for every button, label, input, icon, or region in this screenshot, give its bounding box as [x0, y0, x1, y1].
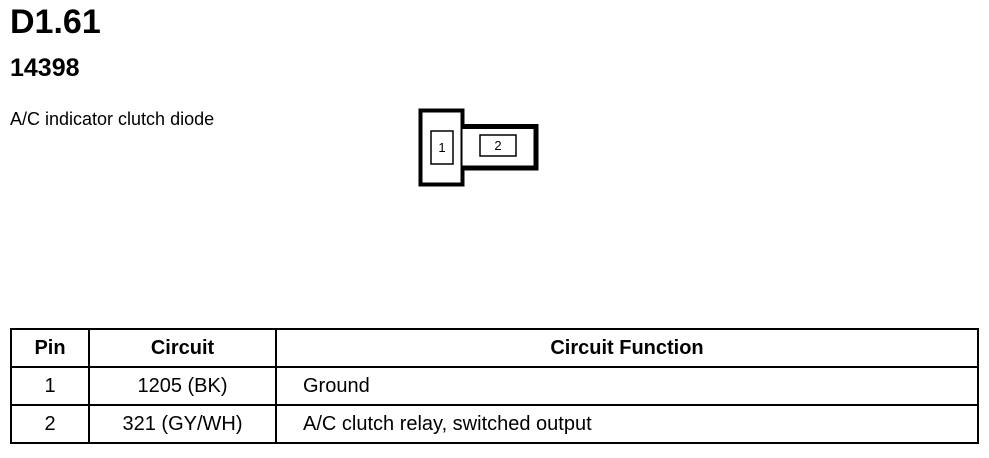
cell-circuit-function: Ground — [275, 366, 979, 406]
table-row: 2 321 (GY/WH) A/C clutch relay, switched… — [10, 404, 979, 444]
pinout-table: Pin Circuit Circuit Function 1 1205 (BK)… — [10, 328, 979, 444]
table-row: 1 1205 (BK) Ground — [10, 366, 979, 406]
table-header-row: Pin Circuit Circuit Function — [10, 328, 979, 368]
cell-pin: 1 — [10, 366, 90, 406]
header-circuit-function: Circuit Function — [275, 328, 979, 368]
connector-housing — [418, 108, 465, 187]
component-description: A/C indicator clutch diode — [10, 109, 215, 129]
pin-1-label: 1 — [438, 140, 445, 155]
connector-face-diagram: 1 2 — [418, 108, 539, 187]
connector-id-title: D1.61 — [10, 3, 101, 41]
header-circuit: Circuit — [88, 328, 277, 368]
pin-1-cavity — [430, 130, 454, 165]
header-pin: Pin — [10, 328, 90, 368]
pin-2-label: 2 — [494, 138, 501, 153]
pin-2-cavity — [479, 134, 517, 157]
cell-circuit: 321 (GY/WH) — [88, 404, 277, 444]
cell-circuit-function: A/C clutch relay, switched output — [275, 404, 979, 444]
cell-pin: 2 — [10, 404, 90, 444]
part-number: 14398 — [10, 54, 80, 82]
cell-circuit: 1205 (BK) — [88, 366, 277, 406]
